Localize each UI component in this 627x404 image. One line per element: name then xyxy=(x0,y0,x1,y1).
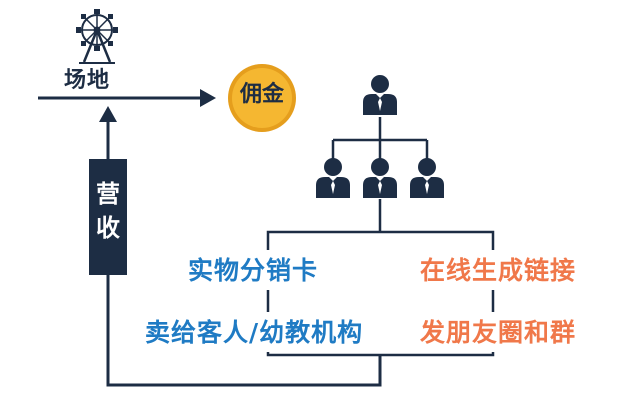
revenue-char-2: 收 xyxy=(96,214,120,242)
venue-label: 场地 xyxy=(64,68,111,93)
coin-icon xyxy=(228,64,296,132)
share-label: 发朋友圈和群 xyxy=(420,318,577,347)
online-link-label: 在线生成链接 xyxy=(420,256,577,285)
method-bracket xyxy=(266,230,495,357)
revenue-box: 营 收 xyxy=(89,159,127,275)
team-person-icon-left xyxy=(316,158,350,198)
sell-to-label: 卖给客人/幼教机构 xyxy=(145,318,364,347)
revenue-label: 营 收 xyxy=(89,177,127,245)
commission-label: 佣金 xyxy=(239,82,284,107)
ferris-wheel-icon xyxy=(76,9,118,64)
manager-person-icon xyxy=(363,75,397,115)
team-person-icon-right xyxy=(410,158,444,198)
team-person-icon-middle xyxy=(363,158,397,198)
revenue-char-1: 营 xyxy=(96,180,120,208)
physical-card-label: 实物分销卡 xyxy=(188,256,319,285)
arrow-head-up xyxy=(99,106,117,122)
arrow-head-right xyxy=(200,89,216,107)
